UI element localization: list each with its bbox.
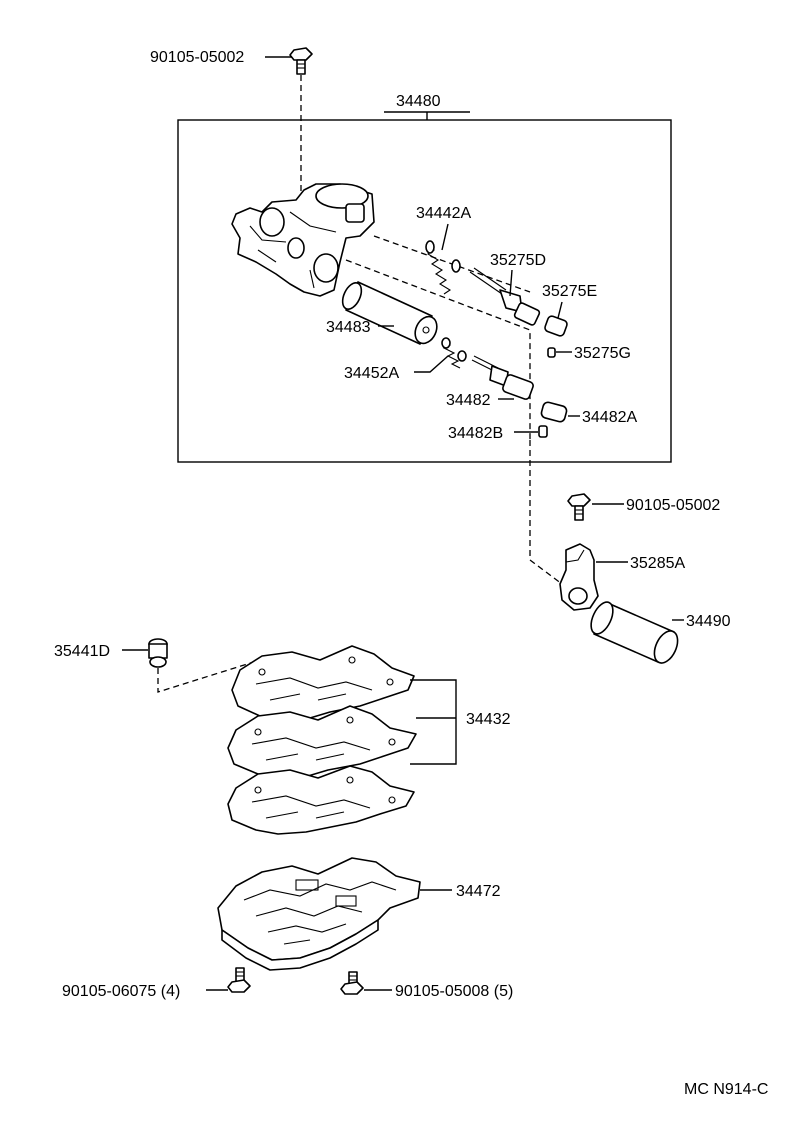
valve-35275d [469, 267, 541, 326]
leader-35275d [509, 269, 513, 297]
callout-34483: 34483 [326, 319, 371, 336]
dash-valve-axis-b [345, 259, 531, 440]
bolt-90105-06075 [227, 967, 251, 993]
callout-34480: 34480 [396, 93, 441, 110]
callout-34442a: 34442A [416, 205, 471, 222]
callout-35275e: 35275E [542, 283, 597, 300]
callout-35275g: 35275G [574, 345, 631, 362]
bolt-90105-05002-top [289, 47, 313, 75]
callout-34482a: 34482A [582, 409, 637, 426]
assembly-box-34480 [177, 119, 672, 463]
callout-34482b: 34482B [448, 425, 503, 442]
callout-90105-06075: 90105-06075 (4) [62, 983, 180, 1000]
leader-34442a [441, 223, 449, 251]
valve-34482 [471, 355, 534, 400]
callout-34432: 34432 [466, 711, 511, 728]
dash-bracket [529, 440, 563, 585]
solenoid-34490 [590, 601, 679, 664]
callout-34482: 34482 [446, 392, 491, 409]
bolt-90105-05002-right [567, 493, 591, 521]
callout-35285a: 35285A [630, 555, 685, 572]
upper-valve-body [231, 183, 375, 297]
leader-34480 [384, 111, 470, 120]
leader-34432-bracket [410, 679, 457, 765]
leader-35275e [557, 301, 563, 319]
callout-90105-05002-top: 90105-05002 [150, 49, 244, 66]
callout-35441d: 35441D [54, 643, 110, 660]
plate-34432-top [231, 645, 415, 721]
callout-90105-05008: 90105-05008 (5) [395, 983, 513, 1000]
callout-34452a: 34452A [344, 365, 399, 382]
retainer-35275g [547, 347, 556, 358]
retainer-34482b [538, 425, 548, 438]
callout-34472: 34472 [456, 883, 501, 900]
sleeve-34482a [540, 401, 568, 423]
plunger-34483 [341, 281, 438, 345]
sleeve-35275e [544, 315, 568, 337]
callout-35275d: 35275D [490, 252, 546, 269]
diagram-code: MC N914-C [684, 1081, 768, 1098]
plate-34432-bottom [227, 765, 415, 835]
bracket-35285a [559, 543, 599, 611]
spring-34452a [441, 337, 467, 369]
dash-check-ball [157, 659, 261, 693]
check-ball-35441d [148, 638, 168, 668]
callout-90105-05002-right: 90105-05002 [626, 497, 720, 514]
leader-34452a [414, 355, 449, 373]
bolt-90105-05008 [340, 971, 364, 995]
callout-34490: 34490 [686, 613, 731, 630]
lower-valve-body-34472 [217, 857, 421, 971]
spring-34442a [425, 240, 461, 295]
plate-34432-middle [227, 705, 417, 779]
